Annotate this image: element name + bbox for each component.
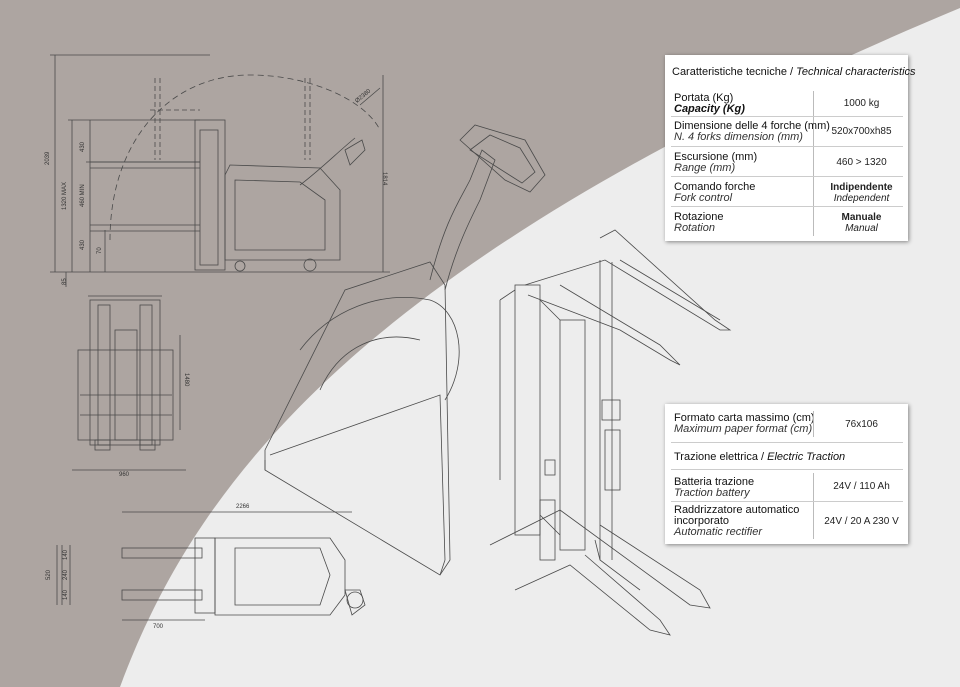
dim-85: 85 [62,278,68,285]
table-divider [813,473,814,539]
battery-label: Batteria trazione [674,476,755,488]
range-label-en: Range (mm) [674,162,736,174]
row-separator [671,146,903,147]
spec-row-forks: Dimensione delle 4 forche (mm)N. 4 forks… [665,119,908,143]
paper-label-en: Maximum paper format (cm) [674,423,813,435]
range-label: Escursione (mm) [674,151,758,163]
traction-header: Trazione elettrica / Electric Traction [674,451,845,463]
dim-960: 960 [119,472,130,478]
dim-140-upper: 140 [63,549,69,560]
rectifier-label-2: incorporato [674,515,730,527]
capacity-value: 1000 kg [843,98,880,109]
forks-label-en: N. 4 forks dimension (mm) [674,131,803,143]
row-separator [671,501,903,502]
dim-520: 520 [46,569,52,580]
paper-format-row: Formato carta massimo (cm)Maximum paper … [665,411,908,437]
traction-header-sep: / [757,451,768,463]
paper-value: 76x106 [845,419,878,430]
range-value: 460 > 1320 [836,157,887,168]
dim-240: 240 [63,569,69,580]
capacity-label: Portata (Kg) [674,92,734,104]
technical-characteristics-table: Caratteristiche tecniche / Technical cha… [665,55,916,241]
dim-460-min: 460 MIN [80,184,86,207]
rectifier-label-1: Raddrizzatore automatico [674,504,800,516]
dim-2266: 2266 [236,504,250,510]
rectifier-value: 24V / 20 A 230 V [824,516,899,527]
dim-1814: 1814 [381,172,387,186]
fork-control-value: Indipendente [830,182,893,193]
battery-label-en: Traction battery [674,487,750,499]
header-en: Technical characteristics [796,66,916,78]
paper-label: Formato carta massimo (cm) [674,412,815,424]
spec-row-range: Escursione (mm)Range (mm) 460 > 1320 [665,150,908,174]
fork-control-label-en: Fork control [674,192,733,204]
rotation-value: Manuale [841,212,882,223]
rotation-value-en: Manual [845,223,878,234]
row-separator [671,206,903,207]
table-divider [813,91,814,236]
header-sep: / [786,66,797,78]
rotation-label-en: Rotation [674,222,715,234]
fork-control-value-en: Independent [833,193,890,204]
forks-label: Dimensione delle 4 forche (mm) [674,120,830,132]
fork-control-label: Comando forche [674,181,756,193]
dim-430-lower: 430 [80,239,86,250]
paper-traction-table: Formato carta massimo (cm)Maximum paper … [665,404,908,544]
dim-2039: 2039 [45,151,51,165]
rectifier-label-en: Automatic rectifier [674,526,763,538]
traction-header-en: Electric Traction [767,451,846,463]
header-it: Caratteristiche tecniche [672,66,787,78]
row-separator [671,176,903,177]
row-separator [671,116,903,117]
dim-1320-max: 1320 MAX [62,182,68,210]
battery-value: 24V / 110 Ah [833,481,890,492]
row-separator [671,442,903,443]
dim-1480: 1480 [183,373,189,387]
forks-value: 520x700xh85 [831,126,892,137]
traction-header-it: Trazione elettrica [674,451,758,463]
capacity-label-en: Capacity (Kg) [674,103,745,115]
dim-430-upper: 430 [80,141,86,152]
dim-700: 700 [153,624,164,630]
rotation-label: Rotazione [674,211,724,223]
dim-140-lower: 140 [63,589,69,600]
table-divider [813,411,814,437]
row-separator [671,469,903,470]
table-header: Caratteristiche tecniche / Technical cha… [672,66,916,78]
spec-row-capacity: Portata (Kg)Capacity (Kg) 1000 kg [665,91,908,115]
dim-70: 70 [97,247,103,254]
